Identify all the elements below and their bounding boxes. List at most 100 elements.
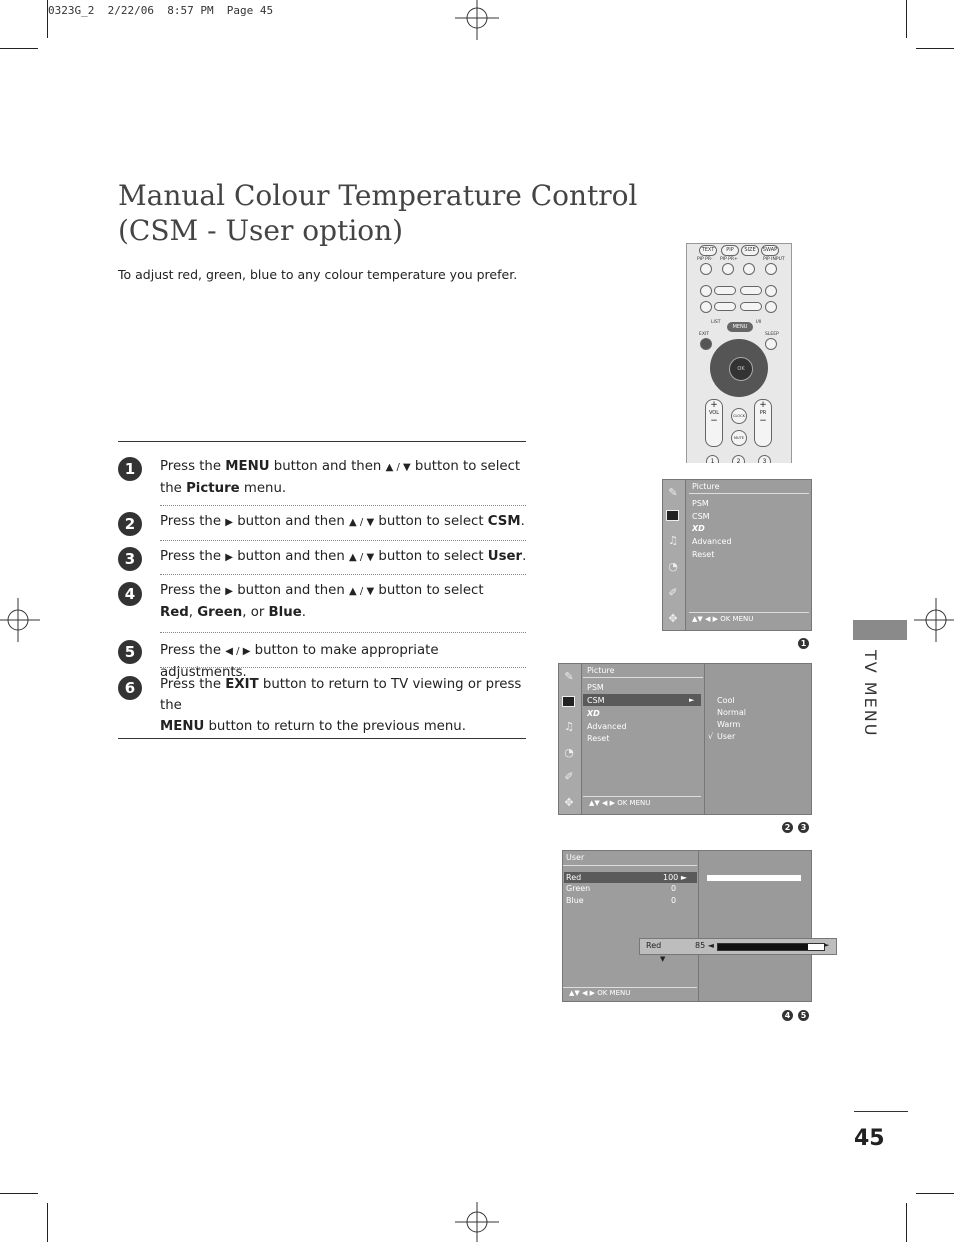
remote-exit-button xyxy=(700,338,712,350)
remote-forward-button xyxy=(740,302,762,311)
figure-badge-5: 5 xyxy=(798,1010,809,1021)
step-3-text: Press the ▶ button and then ▲ / ▼ button… xyxy=(160,549,527,564)
print-slug: 0323G_2 2/22/06 8:57 PM Page 45 xyxy=(48,4,274,17)
osd-title: Picture xyxy=(692,482,720,491)
step-4-text: Press the ▶ button and then ▲ / ▼ button… xyxy=(160,583,484,620)
remote-pip-pr-minus-label: PIP PR- xyxy=(697,257,713,262)
user-row-blue-label[interactable]: Blue xyxy=(566,896,584,905)
osd-item-csm[interactable]: CSM xyxy=(587,696,605,705)
page-subtitle: To adjust red, green, blue to any colour… xyxy=(118,267,518,282)
osd-footer: ▲▼ ◀ ▶ OK MENU xyxy=(692,615,754,623)
osd-csm-menu: ✎ ♫ ◔ ✐ ✥ Picture PSM CSM ► XD Advanced … xyxy=(558,663,812,815)
figure-badge-1: 1 xyxy=(798,638,809,649)
csm-submenu: Cool Normal Warm √ User xyxy=(704,664,811,814)
remote-pip-input-label: PIP INPUT xyxy=(763,257,785,262)
side-tab-label: TV MENU xyxy=(861,650,880,738)
side-tab xyxy=(853,620,907,640)
page-number-rule xyxy=(854,1111,908,1112)
slider-right-arrow: ► xyxy=(824,941,830,949)
remote-volume-rocker: +VOL− xyxy=(705,399,723,447)
remote-size-button: SIZE xyxy=(741,245,759,256)
osd-item-reset[interactable]: Reset xyxy=(587,734,610,743)
remote-button xyxy=(765,263,777,275)
page-number: 45 xyxy=(854,1126,885,1151)
lock-icon: ✥ xyxy=(668,612,678,625)
red-slider-popup[interactable]: Red 85 ◄ ► xyxy=(639,938,837,955)
osd-picture-menu: ✎ ♫ ◔ ✐ ✥ Picture PSM CSM XD Advanced Re… xyxy=(662,479,812,631)
osd-title: Picture xyxy=(587,666,615,675)
csm-check-icon: √ xyxy=(708,732,714,741)
slider-fill xyxy=(718,944,809,950)
figure-badge-2: 2 xyxy=(782,822,793,833)
user-row-green-value: 0 xyxy=(671,884,677,893)
osd-footer: ▲▼ ◀ ▶ OK MENU xyxy=(569,989,631,997)
osd-item-psm[interactable]: PSM xyxy=(692,499,709,508)
osd-item-xd[interactable]: XD xyxy=(587,709,600,718)
osd-item-xd[interactable]: XD xyxy=(692,524,705,533)
osd-item-reset[interactable]: Reset xyxy=(692,550,715,559)
option-icon: ✐ xyxy=(668,586,678,599)
step-number-2: 2 xyxy=(118,512,142,536)
registration-mark-bottom xyxy=(455,1202,499,1242)
remote-prev-button xyxy=(700,301,712,313)
csm-option-warm[interactable]: Warm xyxy=(717,720,741,729)
remote-list-label: LIST xyxy=(711,320,721,325)
user-row-red-label[interactable]: Red xyxy=(566,873,582,882)
user-row-green-label[interactable]: Green xyxy=(566,884,591,893)
step-5-text: Press the ◀ / ▶ button to make appropria… xyxy=(160,643,439,680)
slider-label: Red xyxy=(646,941,662,950)
lock-icon: ✥ xyxy=(564,796,574,809)
remote-menu-button: MENU xyxy=(727,322,753,332)
remote-pause-button xyxy=(740,286,762,295)
csm-option-user[interactable]: User xyxy=(717,732,736,741)
registration-mark-left xyxy=(0,598,40,642)
remote-play-button xyxy=(714,286,736,295)
page-title-line2: (CSM - User option) xyxy=(118,214,404,247)
remote-program-rocker: +PR− xyxy=(754,399,772,447)
remote-swap-button: SWAP xyxy=(761,245,779,256)
osd-selection-highlight xyxy=(583,694,701,706)
osd-selection-highlight xyxy=(564,872,697,883)
remote-clock-button: CLOCK xyxy=(731,408,747,424)
osd-item-advanced[interactable]: Advanced xyxy=(587,722,627,731)
osd-submenu-arrow: ► xyxy=(689,696,695,704)
step-6-text: Press the EXIT button to return to TV vi… xyxy=(160,677,522,734)
audio-icon: ♫ xyxy=(564,720,574,733)
setup-icon: ✎ xyxy=(668,486,678,499)
remote-rewind-button xyxy=(714,302,736,311)
slider-track[interactable] xyxy=(717,943,825,951)
osd-item-advanced[interactable]: Advanced xyxy=(692,537,732,546)
figure-badge-4: 4 xyxy=(782,1010,793,1021)
remote-control-illustration: TEXT PIP SIZE SWAP PIP PR- PIP PR+ PIP I… xyxy=(686,243,792,463)
figure-badge-3: 3 xyxy=(798,822,809,833)
registration-mark-top xyxy=(455,0,499,40)
remote-number-1: 1 xyxy=(706,455,719,463)
remote-stop-button xyxy=(700,285,712,297)
remote-sleep-label: SLEEP xyxy=(765,332,779,337)
remote-sleep-button xyxy=(765,338,777,350)
osd-item-csm[interactable]: CSM xyxy=(692,512,710,521)
csm-option-cool[interactable]: Cool xyxy=(717,696,735,705)
osd-footer: ▲▼ ◀ ▶ OK MENU xyxy=(589,799,651,807)
remote-button xyxy=(743,263,755,275)
osd-item-psm[interactable]: PSM xyxy=(587,683,604,692)
audio-icon: ♫ xyxy=(668,534,678,547)
osd-user-menu: User Red 100 ► Green 0 Blue 0 ▲▼ ◀ ▶ OK … xyxy=(562,850,812,1002)
page-title-line1: Manual Colour Temperature Control xyxy=(118,179,638,212)
remote-number-2: 2 xyxy=(732,455,745,463)
step-number-1: 1 xyxy=(118,457,142,481)
remote-text-button: TEXT xyxy=(699,245,717,256)
step-number-6: 6 xyxy=(118,676,142,700)
user-row-blue-value: 0 xyxy=(671,896,677,905)
remote-pip-pr-plus-label: PIP PR+ xyxy=(720,257,738,262)
remote-mute-button: MUTE xyxy=(731,430,747,446)
remote-power-label: I/II xyxy=(756,320,762,325)
osd-icon-column: ✎ ♫ ◔ ✐ ✥ xyxy=(559,664,582,814)
step-number-3: 3 xyxy=(118,547,142,571)
step-number-5: 5 xyxy=(118,640,142,664)
step-number-4: 4 xyxy=(118,582,142,606)
csm-option-normal[interactable]: Normal xyxy=(717,708,746,717)
time-icon: ◔ xyxy=(668,560,678,573)
user-row-red-value: 100 ► xyxy=(663,873,687,882)
option-icon: ✐ xyxy=(564,770,574,783)
